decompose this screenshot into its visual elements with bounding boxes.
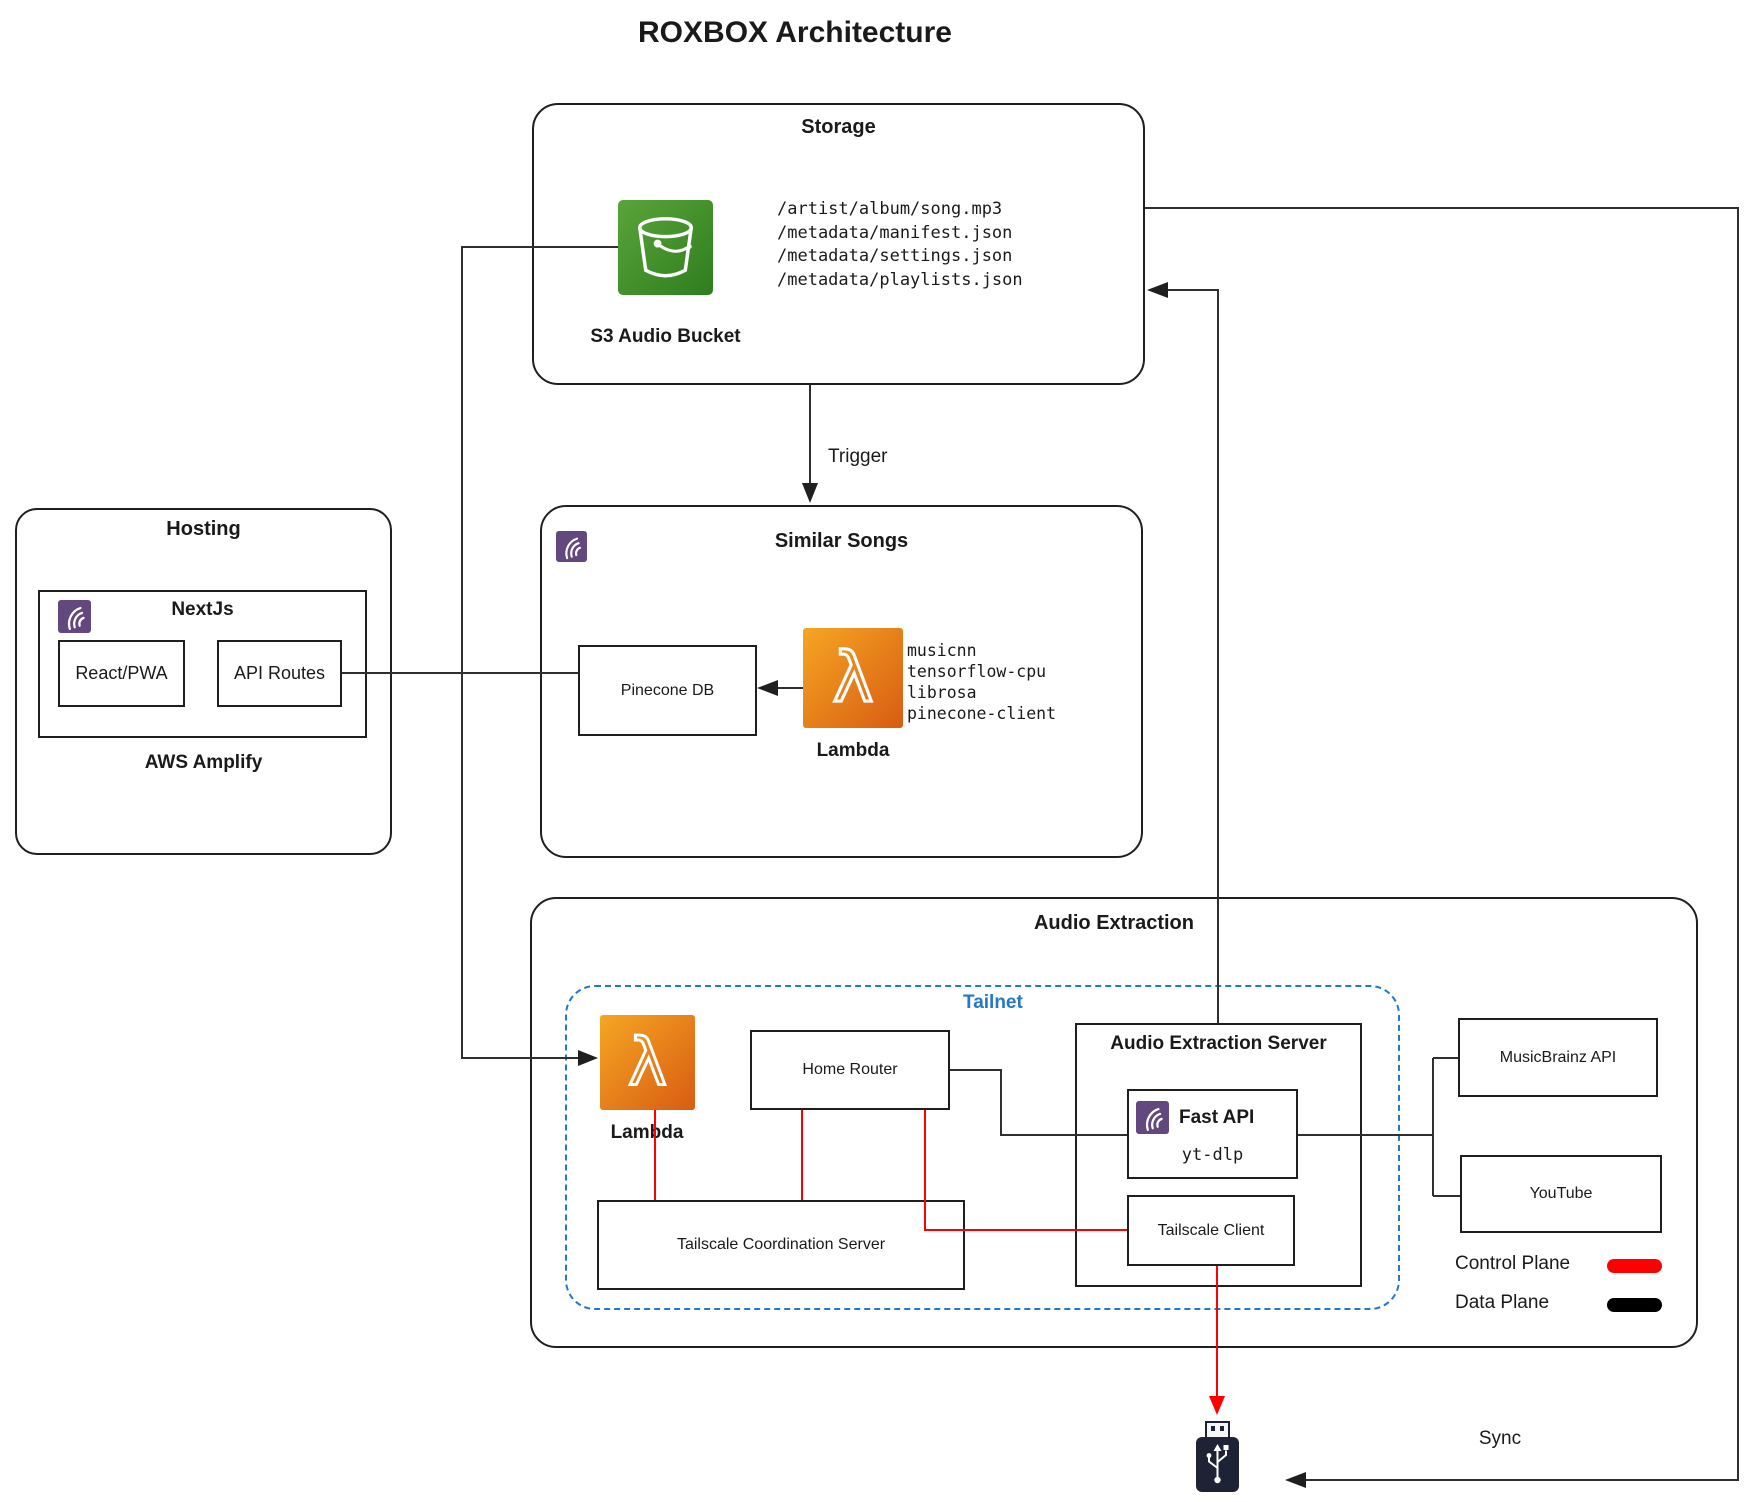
lambda-icon: λ	[803, 628, 903, 728]
data-plane-swatch	[1607, 1298, 1662, 1312]
arrowhead-into-storage	[1147, 282, 1168, 298]
page-title: ROXBOX Architecture	[638, 16, 952, 49]
hosting-title: Hosting	[166, 518, 241, 540]
tailscale-coordination-label: Tailscale Coordination Server	[676, 1236, 886, 1253]
trigger-label: Trigger	[828, 446, 888, 467]
storage-title: Storage	[801, 116, 876, 138]
api-routes-box: API Routes	[217, 640, 342, 707]
audio-extraction-title: Audio Extraction	[1033, 912, 1194, 934]
fast-api-label: Fast API	[1179, 1107, 1255, 1128]
svg-text:λ: λ	[833, 638, 874, 718]
react-pwa-label: React/PWA	[75, 663, 168, 683]
pinecone-db-label: Pinecone DB	[620, 681, 715, 699]
arrowhead-trigger	[802, 483, 818, 503]
lambda-label: Lambda	[610, 1122, 684, 1143]
s3-paths: /artist/album/song.mp3/metadata/manifest…	[777, 199, 1023, 290]
musicbrainz-label: MusicBrainz API	[1499, 1048, 1617, 1066]
yt-dlp-label: yt-dlp	[1181, 1145, 1244, 1165]
sync-label: Sync	[1478, 1428, 1522, 1449]
similar-songs-title: Similar Songs	[774, 530, 909, 552]
control-plane-swatch	[1607, 1259, 1662, 1273]
tailscale-client-box: Tailscale Client	[1127, 1195, 1295, 1266]
s3-bucket-label: S3 Audio Bucket	[590, 326, 741, 347]
legend-data-plane-label: Data Plane	[1455, 1292, 1550, 1313]
audio-extraction-server-title: Audio Extraction Server	[1110, 1033, 1327, 1054]
lambda-label: Lambda	[816, 740, 890, 761]
home-router-label: Home Router	[802, 1061, 898, 1078]
tailscale-client-label: Tailscale Client	[1157, 1221, 1265, 1239]
youtube-label: YouTube	[1529, 1185, 1593, 1202]
wave-icon	[58, 600, 91, 633]
nextjs-title: NextJs	[171, 599, 234, 620]
musicbrainz-box: MusicBrainz API	[1458, 1018, 1658, 1097]
api-routes-label: API Routes	[233, 663, 326, 683]
aws-amplify-label: AWS Amplify	[144, 752, 263, 773]
legend-control-plane-label: Control Plane	[1455, 1253, 1571, 1274]
home-router-box: Home Router	[750, 1030, 950, 1110]
tailscale-coordination-box: Tailscale Coordination Server	[597, 1200, 965, 1290]
arrowhead-usb-red	[1209, 1396, 1225, 1415]
youtube-box: YouTube	[1460, 1155, 1662, 1233]
arrowhead-sync	[1285, 1472, 1306, 1488]
react-pwa-box: React/PWA	[58, 640, 185, 707]
wave-icon	[1136, 1101, 1169, 1134]
s3-bucket-icon	[618, 200, 713, 295]
pinecone-db-box: Pinecone DB	[578, 645, 757, 736]
lambda-icon: λ	[600, 1015, 695, 1110]
svg-text:λ: λ	[628, 1024, 667, 1100]
tailnet-label: Tailnet	[963, 992, 1023, 1013]
